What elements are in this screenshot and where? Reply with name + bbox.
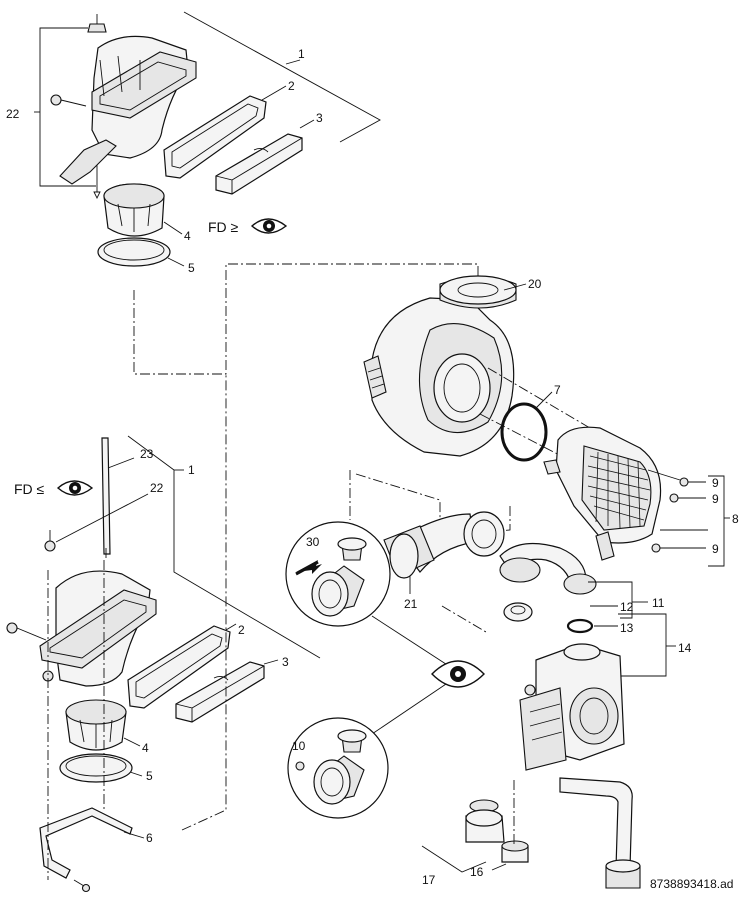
label-6: 6 bbox=[146, 831, 153, 845]
gas-valve-assembly: 21 12 13 11 14 bbox=[349, 470, 733, 891]
mixing-housing-lower bbox=[39, 570, 157, 687]
label-23: 23 bbox=[140, 447, 154, 461]
document-code: 8738893418.ad bbox=[650, 877, 733, 891]
label-9a: 9 bbox=[712, 476, 719, 490]
label-12: 12 bbox=[620, 600, 634, 614]
screw-9c bbox=[651, 543, 706, 553]
lower-view: FD ≤ 23 1 22 bbox=[6, 435, 321, 893]
label-5-lower: 5 bbox=[146, 769, 153, 783]
o-ring-small bbox=[566, 618, 594, 634]
label-3-lower: 3 bbox=[282, 655, 289, 669]
label-2-lower: 2 bbox=[238, 623, 245, 637]
gasket-frame bbox=[163, 95, 267, 179]
o-ring-lower bbox=[59, 753, 133, 783]
label-10: 10 bbox=[292, 739, 306, 753]
pipe-fitting bbox=[465, 799, 505, 843]
label-22-upper: 22 bbox=[6, 107, 20, 121]
eye-icon bbox=[250, 218, 288, 234]
label-9b: 9 bbox=[712, 492, 719, 506]
mixing-housing bbox=[59, 35, 197, 185]
venturi bbox=[103, 183, 165, 237]
label-3-upper: 3 bbox=[316, 111, 323, 125]
eye-icon bbox=[56, 480, 94, 496]
rod bbox=[101, 437, 111, 558]
washer bbox=[503, 602, 533, 622]
detail-circle-upper: 30 bbox=[285, 521, 391, 627]
union-connector bbox=[383, 525, 435, 579]
label-21: 21 bbox=[404, 597, 418, 611]
o-ring bbox=[97, 237, 171, 267]
screw-top bbox=[87, 14, 107, 33]
flow-insert-lower bbox=[175, 661, 265, 723]
fan-gasket bbox=[500, 402, 548, 462]
label-30: 30 bbox=[306, 535, 320, 549]
fan-assembly: 20 7 9 bbox=[363, 275, 739, 567]
fd-condition-lower: FD ≤ bbox=[14, 481, 45, 497]
label-11: 11 bbox=[652, 596, 665, 610]
label-1-lower: 1 bbox=[188, 463, 195, 477]
label-4-lower: 4 bbox=[142, 741, 149, 755]
label-20: 20 bbox=[528, 277, 542, 291]
eye-icon bbox=[431, 660, 485, 688]
label-7: 7 bbox=[554, 383, 561, 397]
mounting-bracket bbox=[39, 807, 133, 879]
fan bbox=[363, 275, 517, 457]
fd-condition-upper: FD ≥ bbox=[208, 219, 239, 235]
screw-lower-side bbox=[6, 622, 47, 641]
gas-pipe bbox=[559, 777, 641, 889]
label-16: 16 bbox=[470, 865, 484, 879]
label-17: 17 bbox=[422, 873, 436, 887]
label-1-upper: 1 bbox=[298, 47, 305, 61]
screw-9b bbox=[669, 493, 706, 503]
upper-view: 22 1 bbox=[6, 11, 381, 275]
label-9c: 9 bbox=[712, 542, 719, 556]
label-22-lower: 22 bbox=[150, 481, 164, 495]
gas-valve bbox=[519, 643, 625, 771]
label-4-upper: 4 bbox=[184, 229, 191, 243]
label-14: 14 bbox=[678, 641, 692, 655]
gasket-frame-lower bbox=[127, 625, 231, 709]
label-5-upper: 5 bbox=[188, 261, 195, 275]
label-2-upper: 2 bbox=[288, 79, 295, 93]
screw-side bbox=[50, 94, 87, 107]
arrow-icon bbox=[295, 560, 322, 576]
air-box-cover bbox=[543, 426, 662, 561]
venturi-lower bbox=[65, 699, 127, 751]
label-8: 8 bbox=[732, 512, 739, 526]
screw-bracket bbox=[73, 879, 91, 893]
label-13: 13 bbox=[620, 621, 634, 635]
screw-lower bbox=[44, 530, 56, 552]
screw-bottom bbox=[93, 165, 101, 200]
detail-circle-lower: 10 bbox=[287, 717, 389, 819]
nut bbox=[501, 840, 529, 863]
flow-insert bbox=[215, 133, 303, 195]
